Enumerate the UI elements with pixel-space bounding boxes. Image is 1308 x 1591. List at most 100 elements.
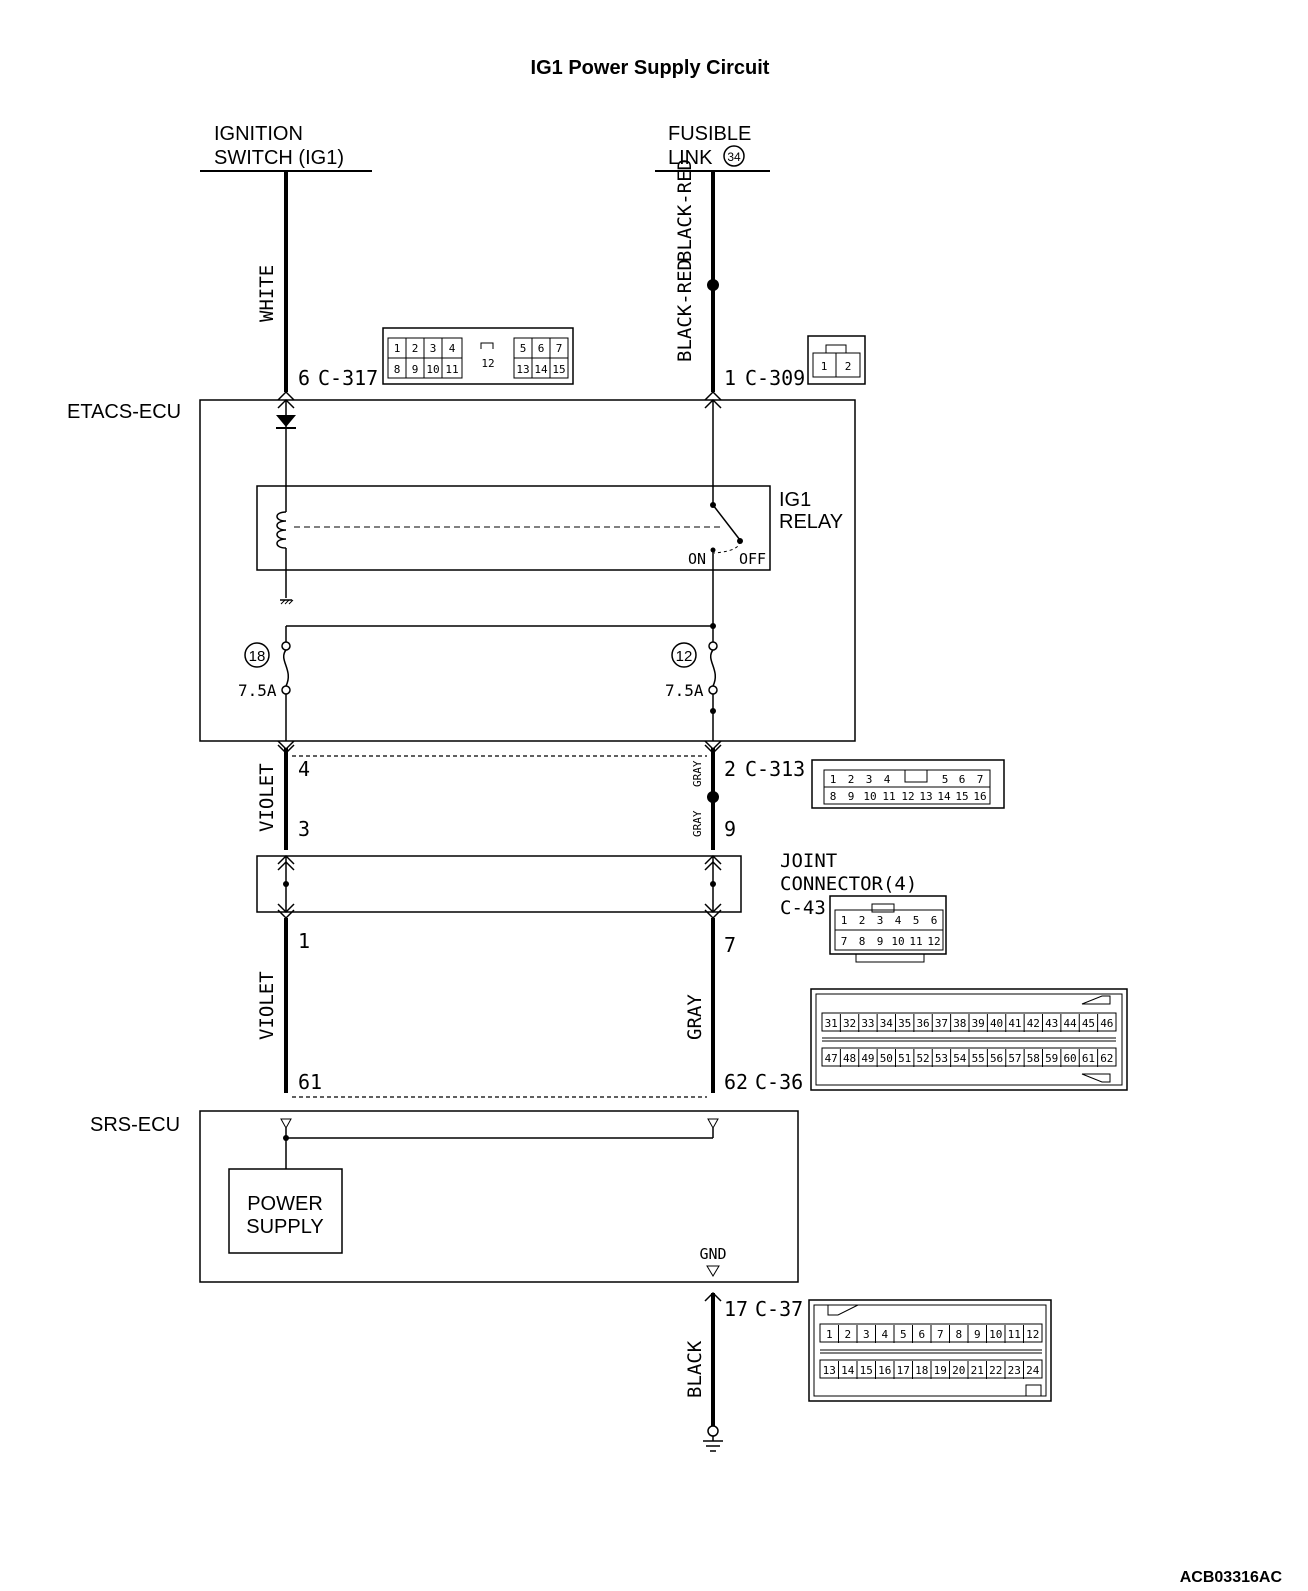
c313-cell: 1: [830, 773, 837, 786]
fusible-label-line1: FUSIBLE: [668, 123, 751, 145]
connector-c43: JOINT CONNECTOR(4) C-43 1 2 3 4 5 6 7 8 …: [780, 850, 947, 963]
c37-cell: 14: [841, 1364, 855, 1377]
c313-cell: 6: [959, 773, 966, 786]
ignition-label-line2: SWITCH (IG1): [214, 147, 344, 169]
c313-pin: 2: [724, 757, 736, 781]
c37-cell: 15: [860, 1364, 873, 1377]
power-supply-line2: SUPPLY: [246, 1216, 323, 1238]
pin-violet-3: 3: [298, 817, 310, 841]
c36-cell: 51: [898, 1052, 911, 1065]
c36-cell: 56: [990, 1052, 1003, 1065]
c37-cell: 4: [881, 1328, 888, 1341]
pin-gray-7: 7: [724, 933, 736, 957]
c317-name: C-317: [318, 366, 378, 390]
c37-cell: 7: [937, 1328, 944, 1341]
c36-cell: 34: [880, 1017, 894, 1030]
c36-cell: 61: [1082, 1052, 1095, 1065]
c317-cell: 15: [552, 363, 565, 376]
pin-gray-9: 9: [724, 817, 736, 841]
c36-cell: 36: [916, 1017, 929, 1030]
c43-cell: 7: [841, 935, 848, 948]
c313-cell: 14: [937, 790, 951, 803]
c313-cell: 10: [863, 790, 876, 803]
fusible-number: 34: [727, 150, 741, 164]
connector-c317: 6 C-317 1 2 3 4 12 5 6 7 8 9 10 11 13 14…: [298, 327, 574, 390]
c313-cell: 9: [848, 790, 855, 803]
ignition-switch-source: IGNITION SWITCH (IG1): [200, 123, 372, 172]
c36-cell: 33: [861, 1017, 874, 1030]
pin-violet-61: 61: [298, 1070, 322, 1094]
c36-cell: 37: [935, 1017, 948, 1030]
srs-ecu: SRS-ECU POWER SUPPLY GND: [90, 1110, 799, 1302]
c43-cell: 9: [877, 935, 884, 948]
c36-cell: 50: [880, 1052, 893, 1065]
c317-cell: 10: [426, 363, 439, 376]
c43-cell: 11: [909, 935, 922, 948]
c43-title-line1: JOINT: [780, 850, 837, 872]
c37-cell: 21: [971, 1364, 984, 1377]
splice-dot-gray: [707, 791, 719, 803]
wire-label-violet-upper: VIOLET: [256, 763, 278, 832]
c43-cell: 5: [913, 914, 920, 927]
c37-cell: 13: [823, 1364, 836, 1377]
wire-label-gray-upper-a: GRAY: [691, 760, 704, 787]
c317-cell: 7: [556, 342, 563, 355]
c37-cell: 19: [934, 1364, 947, 1377]
wire-label-black-red-top: BLACK-RED: [674, 159, 696, 262]
srs-label: SRS-ECU: [90, 1114, 180, 1136]
c43-cell: 2: [859, 914, 866, 927]
fusible-link-source: FUSIBLE LINK 34: [655, 123, 770, 172]
fusible-number-circle: [723, 145, 745, 167]
c43-cell: 12: [927, 935, 940, 948]
c36-cell: 41: [1008, 1017, 1021, 1030]
c317-cell: 4: [449, 342, 456, 355]
c36-pin: 62: [724, 1070, 748, 1094]
c36-cell: 38: [953, 1017, 966, 1030]
c43-name: C-43: [780, 897, 826, 919]
c36-cell: 48: [843, 1052, 856, 1065]
c36-cell: 35: [898, 1017, 911, 1030]
c317-cell: 8: [394, 363, 401, 376]
c313-cell: 13: [919, 790, 932, 803]
c36-cell: 45: [1082, 1017, 1095, 1030]
relay-label-line1: IG1: [779, 489, 811, 511]
c36-cell: 39: [972, 1017, 985, 1030]
c36-cell: 60: [1063, 1052, 1076, 1065]
etacs-ecu: ETACS-ECU ON OFF IG1 RELAY: [67, 390, 856, 755]
gnd-label: GND: [699, 1245, 726, 1263]
c43-title-line2: CONNECTOR(4): [780, 873, 917, 895]
c317-cell: 1: [394, 342, 401, 355]
c317-cell: 14: [534, 363, 548, 376]
c37-cell: 12: [1026, 1328, 1039, 1341]
c36-cell: 31: [825, 1017, 838, 1030]
c37-cell: 18: [915, 1364, 928, 1377]
connector-c313: 2 C-313 1 2 3 4 5 6 7 8 9 10 11 12 13 14…: [724, 757, 1005, 809]
power-supply-line1: POWER: [247, 1193, 323, 1215]
c317-cell: 13: [516, 363, 529, 376]
c37-cell: 16: [878, 1364, 891, 1377]
wire-label-gray-lower: GRAY: [684, 994, 706, 1040]
c36-cell: 62: [1100, 1052, 1113, 1065]
fuse-left-rating: 7.5A: [238, 681, 277, 700]
c37-cell: 9: [974, 1328, 981, 1341]
power-supply-block: [228, 1168, 343, 1254]
c36-cell: 55: [972, 1052, 985, 1065]
c313-cell: 16: [973, 790, 986, 803]
c313-cell: 12: [901, 790, 914, 803]
c36-cell: 43: [1045, 1017, 1058, 1030]
c37-cell: 5: [900, 1328, 907, 1341]
c37-name: C-37: [755, 1297, 803, 1321]
c313-cell: 3: [866, 773, 873, 786]
c309-name: C-309: [745, 366, 805, 390]
c36-cell: 54: [953, 1052, 967, 1065]
c43-cell: 3: [877, 914, 884, 927]
fusible-label-line2: LINK: [668, 147, 713, 169]
c36-cell: 32: [843, 1017, 856, 1030]
c37-pin: 17: [724, 1297, 748, 1321]
splice-dot-black-red: [707, 279, 719, 291]
relay-off-label: OFF: [739, 550, 766, 568]
c313-cell: 11: [882, 790, 895, 803]
c43-cell: 10: [891, 935, 904, 948]
c37-cell: 3: [863, 1328, 870, 1341]
c313-cell: 5: [942, 773, 949, 786]
